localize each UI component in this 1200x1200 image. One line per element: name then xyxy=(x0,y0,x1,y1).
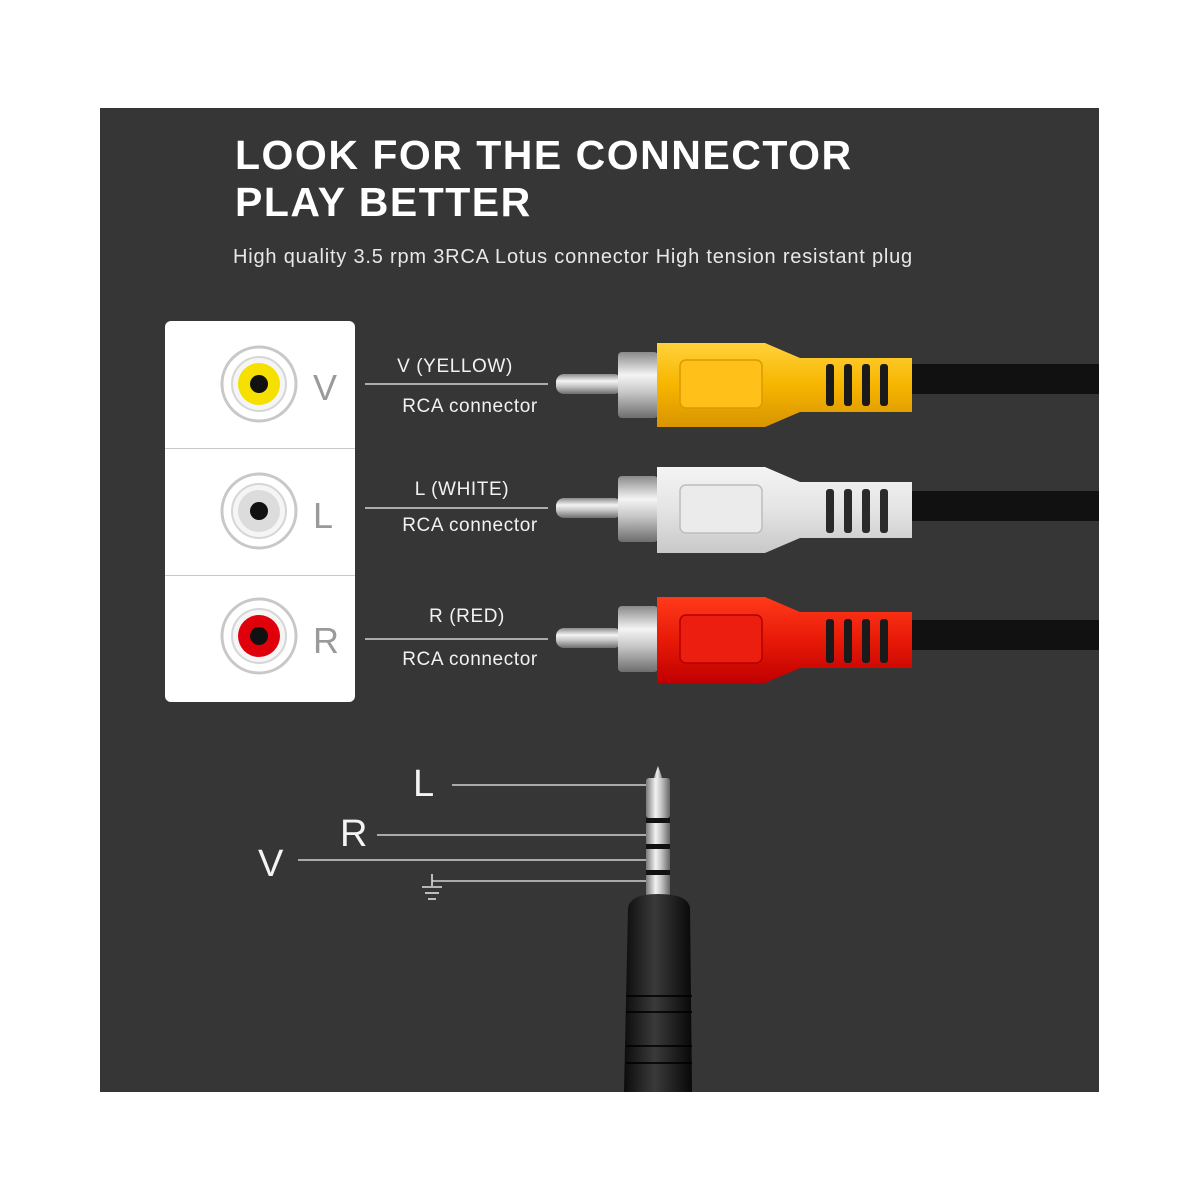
trrs-ring-2 xyxy=(646,849,670,870)
white-jack-icon xyxy=(220,472,298,550)
white-grip-slots xyxy=(826,489,888,533)
red-rca-plug xyxy=(365,597,1099,683)
white-pin xyxy=(556,498,622,518)
trrs-sleeve xyxy=(646,875,670,895)
red-cable xyxy=(910,620,1099,650)
red-jack-icon xyxy=(220,597,298,675)
rca-jack-card: V L R xyxy=(165,321,355,702)
white-cable xyxy=(910,491,1099,521)
white-sleeve xyxy=(618,476,658,542)
jack-row-right: R xyxy=(165,575,355,702)
jack-letter-v: V xyxy=(313,367,338,408)
infographic-panel: LOOK FOR THE CONNECTOR PLAY BETTER High … xyxy=(100,108,1099,1092)
page-title: LOOK FOR THE CONNECTOR PLAY BETTER xyxy=(235,132,853,226)
caption-v: RCA connector xyxy=(402,396,538,417)
yellow-rca-plug xyxy=(365,343,1099,427)
label-r-red: R (RED) xyxy=(429,606,505,627)
yellow-grip-slots xyxy=(826,364,888,406)
trrs-pin-l: L xyxy=(413,763,435,805)
trrs-pin-v: V xyxy=(258,843,284,885)
trrs-black-handle xyxy=(624,894,692,1092)
trrs-plug xyxy=(624,766,692,1092)
label-l-white: L (WHITE) xyxy=(414,479,510,500)
yellow-jack-icon xyxy=(220,345,298,423)
caption-l: RCA connector xyxy=(402,515,538,536)
yellow-sleeve xyxy=(618,352,658,418)
title-line-1: LOOK FOR THE CONNECTOR xyxy=(235,132,853,178)
red-sleeve xyxy=(618,606,658,672)
white-rca-plug xyxy=(365,467,1099,553)
jack-letter-r: R xyxy=(313,620,339,661)
ground-icon xyxy=(422,874,442,900)
red-pin xyxy=(556,628,622,648)
yellow-pin xyxy=(556,374,622,394)
jack-row-left: L xyxy=(165,448,355,575)
trrs-tip xyxy=(646,778,670,818)
page-subtitle: High quality 3.5 rpm 3RCA Lotus connecto… xyxy=(233,246,913,268)
jack-letter-l: L xyxy=(313,495,334,536)
trrs-ring-1 xyxy=(646,823,670,844)
caption-r: RCA connector xyxy=(402,649,538,670)
connector-artwork xyxy=(298,343,1099,1092)
trrs-pin-r: R xyxy=(340,813,368,855)
yellow-cable xyxy=(910,364,1099,394)
title-line-2: PLAY BETTER xyxy=(235,179,532,225)
label-v-yellow: V (YELLOW) xyxy=(397,356,513,377)
jack-row-video: V xyxy=(165,321,355,447)
red-grip-slots xyxy=(826,619,888,663)
